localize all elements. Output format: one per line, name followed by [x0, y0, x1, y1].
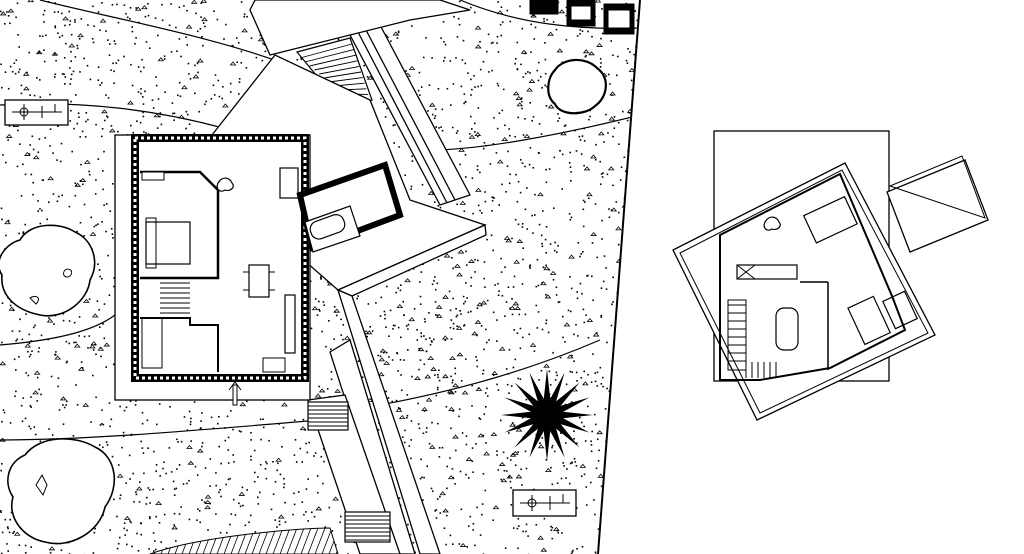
parked-cars [529, 0, 635, 35]
upper-bed-3 [881, 290, 919, 330]
plant-icon [216, 177, 234, 192]
upper-bed-1 [802, 195, 858, 244]
section-marker-bottom-right [512, 489, 577, 517]
bottom-paving-hatch [149, 527, 339, 554]
annex-with-bathtub [296, 161, 404, 253]
tree-left-middle [0, 224, 96, 317]
lower-diagonal-wall [307, 288, 441, 554]
lower-stair [307, 401, 391, 543]
kitchen-counter [284, 294, 296, 354]
bed [145, 221, 191, 265]
dining-table [248, 264, 270, 298]
bathtub [309, 214, 346, 240]
terrain-contour-lines [0, 0, 640, 441]
tree-upper-right [547, 58, 607, 115]
section-marker-top-left [4, 99, 69, 126]
armchair [279, 167, 299, 199]
upper-floor-plan [672, 130, 989, 421]
house-floor-plan [114, 134, 311, 406]
entrance-arrow [228, 381, 242, 406]
upper-bathtub [775, 307, 799, 351]
upper-bed-2 [847, 295, 892, 346]
palm-tree-symbol [501, 369, 593, 461]
site-boundary-line [597, 0, 641, 554]
tree-left-bottom [7, 438, 116, 545]
